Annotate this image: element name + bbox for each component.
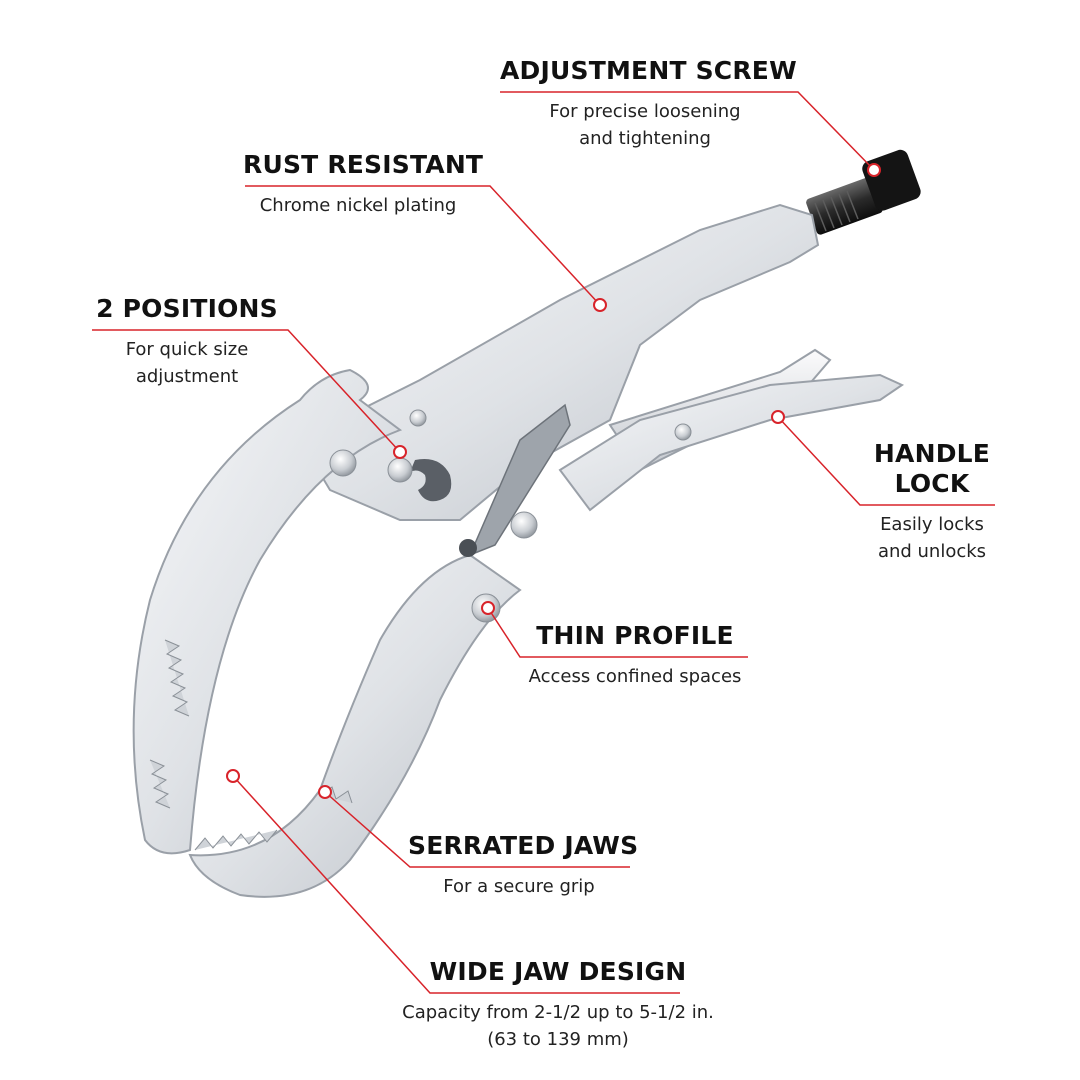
callout-description: Access confined spaces bbox=[520, 663, 750, 690]
leader-line-handle-lock bbox=[777, 416, 995, 506]
callout-title: RUST RESISTANT bbox=[243, 150, 484, 179]
description-line: and tightening bbox=[579, 128, 711, 149]
upper-handle bbox=[298, 203, 820, 521]
callout-title: THIN PROFILE bbox=[536, 621, 734, 650]
leader-line-adjustment-screw bbox=[500, 91, 875, 171]
wide-jaw-lower bbox=[188, 553, 522, 898]
description-line: For precise loosening bbox=[549, 101, 741, 122]
marker-dot-wide-jaw-design bbox=[226, 769, 240, 783]
callout-rust-resistant: RUST RESISTANT Chrome nickel plating bbox=[243, 150, 484, 219]
description-line: and unlocks bbox=[877, 541, 987, 562]
title-line: LOCK bbox=[894, 469, 970, 498]
title-line: HANDLE bbox=[873, 439, 991, 468]
callout-title: ADJUSTMENT SCREW bbox=[500, 56, 797, 85]
leader-line-two-positions bbox=[92, 329, 401, 453]
description-line: adjustment bbox=[135, 366, 239, 387]
description-line: (63 to 139 mm) bbox=[487, 1029, 629, 1050]
marker-dot-serrated-jaws bbox=[318, 785, 332, 799]
marker-dot-thin-profile bbox=[481, 601, 495, 615]
leader-line-thin-profile bbox=[487, 607, 748, 658]
callout-handle-lock: HANDLE LOCK Easily locks and unlocks bbox=[862, 439, 1002, 565]
rivet bbox=[459, 539, 477, 557]
callout-description: For quick size adjustment bbox=[92, 336, 282, 390]
description-line: Capacity from 2-1/2 up to 5-1/2 in. bbox=[402, 1002, 714, 1023]
position-slot bbox=[410, 459, 452, 502]
callout-serrated-jaws: SERRATED JAWS For a secure grip bbox=[408, 831, 639, 900]
leader-line-wide-jaw-design bbox=[232, 775, 680, 994]
lower-handle bbox=[558, 373, 905, 512]
callout-title: SERRATED JAWS bbox=[408, 831, 639, 860]
callout-title: 2 POSITIONS bbox=[96, 294, 278, 323]
release-lever bbox=[468, 403, 571, 557]
callout-description: For precise loosening and tightening bbox=[500, 98, 790, 152]
leader-line-rust-resistant bbox=[245, 185, 601, 306]
callout-description: Easily locks and unlocks bbox=[862, 511, 1002, 565]
marker-dot-handle-lock bbox=[771, 410, 785, 424]
leader-line-serrated-jaws bbox=[324, 791, 630, 868]
description-line: For quick size bbox=[125, 339, 249, 360]
rivet bbox=[510, 511, 538, 539]
callout-adjustment-screw: ADJUSTMENT SCREW For precise loosening a… bbox=[500, 56, 797, 152]
description-line: Chrome nickel plating bbox=[259, 195, 457, 216]
rivet bbox=[409, 409, 427, 427]
marker-dot-two-positions bbox=[393, 445, 407, 459]
description-line: Access confined spaces bbox=[528, 666, 742, 687]
rivet bbox=[329, 449, 357, 477]
description-line: For a secure grip bbox=[443, 876, 595, 897]
callout-title: WIDE JAW DESIGN bbox=[429, 957, 687, 986]
rivet bbox=[674, 423, 692, 441]
callout-wide-jaw-design: WIDE JAW DESIGN Capacity from 2-1/2 up t… bbox=[383, 957, 733, 1053]
callout-title: HANDLE LOCK bbox=[862, 439, 1002, 499]
callout-description: For a secure grip bbox=[408, 873, 630, 900]
marker-dot-rust-resistant bbox=[593, 298, 607, 312]
callout-two-positions: 2 POSITIONS For quick size adjustment bbox=[92, 294, 282, 390]
description-line: Easily locks bbox=[880, 514, 984, 535]
callout-description: Capacity from 2-1/2 up to 5-1/2 in. (63 … bbox=[383, 999, 733, 1053]
marker-dot-adjustment-screw bbox=[867, 163, 881, 177]
callout-thin-profile: THIN PROFILE Access confined spaces bbox=[520, 621, 750, 690]
callout-description: Chrome nickel plating bbox=[243, 192, 473, 219]
